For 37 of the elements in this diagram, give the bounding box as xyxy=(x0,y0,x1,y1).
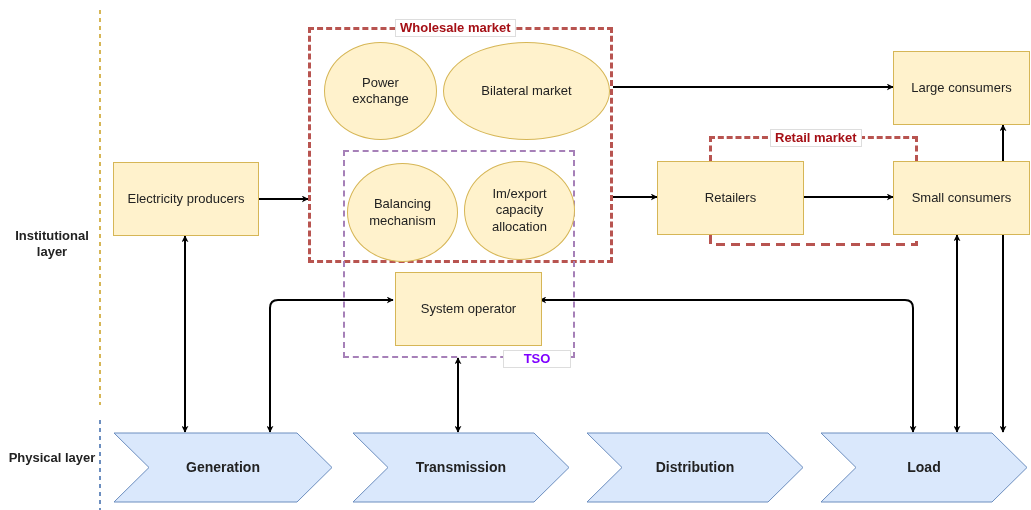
arrow xyxy=(953,234,961,433)
node-label: Retail market xyxy=(770,129,862,148)
node-label: Bilateral market xyxy=(481,82,572,100)
process-box xyxy=(113,162,259,236)
node-label: Wholesale market xyxy=(395,19,516,38)
process-box xyxy=(657,161,804,235)
arrow xyxy=(181,235,189,433)
arrow xyxy=(612,193,658,201)
node-label: Electricity producers xyxy=(127,190,245,208)
layer-label: Institutional layer xyxy=(14,228,90,261)
arrow xyxy=(266,296,394,433)
arrow xyxy=(454,357,462,433)
arrow xyxy=(258,195,309,203)
node-label: Retailers xyxy=(704,189,757,207)
layer-label: Physical layer xyxy=(7,450,97,467)
arrow xyxy=(999,234,1007,433)
process-box xyxy=(893,51,1030,125)
chevron-step xyxy=(586,432,804,503)
chevron-step xyxy=(113,432,333,503)
node-label: Load xyxy=(907,458,941,477)
chevron-step xyxy=(352,432,570,503)
arrow xyxy=(803,193,894,201)
arrow xyxy=(612,83,894,91)
node-label: Im/export capacity allocation xyxy=(491,186,548,235)
chevron-step xyxy=(820,432,1028,503)
arrow xyxy=(999,124,1007,162)
node-label: System operator xyxy=(420,300,517,318)
node-label: TSO xyxy=(503,350,571,369)
process-box xyxy=(395,272,542,346)
node-label: Balancing mechanism xyxy=(368,196,437,229)
node-label: Small consumers xyxy=(911,189,1012,207)
node-label: Generation xyxy=(186,458,260,477)
node-label: Power exchange xyxy=(351,74,410,108)
node-label: Distribution xyxy=(655,458,735,477)
process-box xyxy=(893,161,1030,235)
node-label: Large consumers xyxy=(911,79,1012,97)
node-label: Transmission xyxy=(415,458,507,477)
